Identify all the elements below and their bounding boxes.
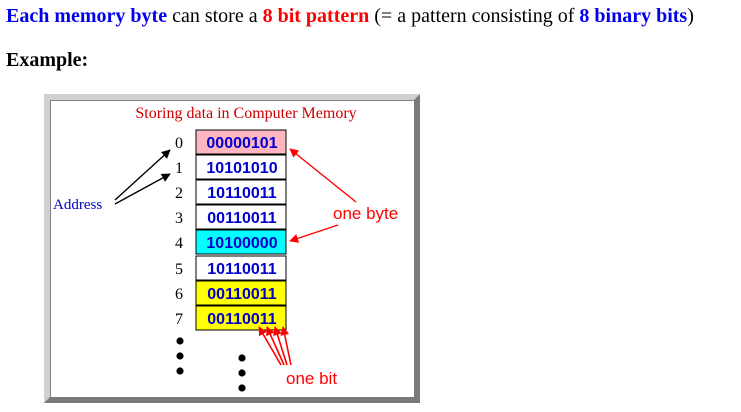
memory-row: 7 00110011	[175, 305, 287, 331]
ellipsis-dots-right	[238, 354, 246, 392]
one-bit-arrow-3	[273, 326, 288, 366]
address-number: 5	[175, 261, 183, 278]
address-number: 3	[175, 210, 183, 227]
memory-byte-cell	[195, 129, 287, 155]
one-byte-label: one byte	[333, 204, 398, 223]
headline-text-3: )	[687, 5, 694, 27]
one-bit-arrow-4	[280, 326, 292, 366]
diagram-frame-inner	[50, 100, 414, 397]
headline-binary-bits: 8 binary bits	[579, 5, 688, 27]
address-number: 6	[175, 286, 183, 303]
example-label: Example:	[6, 49, 89, 71]
one-bit-label: one bit	[286, 369, 337, 388]
memory-row: 1 10101010	[175, 154, 287, 180]
byte-bits: 00110011	[207, 210, 277, 227]
byte-bits: 00110011	[207, 311, 277, 328]
byte-bits: 00000101	[206, 135, 277, 152]
one-bit-arrow-2	[266, 326, 285, 366]
one-bit-arrow-1	[258, 326, 282, 366]
memory-byte-cell	[195, 204, 287, 230]
memory-row: 4 10100000	[175, 229, 287, 255]
address-number: 2	[175, 185, 183, 202]
memory-row: 5 10110011	[175, 255, 287, 281]
memory-byte-cell	[195, 255, 287, 281]
address-number: 0	[175, 135, 183, 152]
byte-bits: 10110011	[207, 185, 277, 202]
diagram-title: Storing data in Computer Memory	[135, 105, 356, 122]
address-arrow-to-0	[114, 149, 171, 201]
headline: Each memory byte can store a 8 bit patte…	[6, 5, 694, 28]
memory-row: 0 00000101	[175, 129, 287, 155]
one-byte-arrow-to-row-0	[289, 148, 357, 203]
memory-row: 2 10110011	[175, 179, 287, 205]
memory-rows: 0 00000101 1 10101010 2 10110011 3 00110011 4 101…	[175, 129, 287, 331]
headline-text-1: can store a	[167, 5, 263, 27]
byte-bits: 10101010	[206, 160, 277, 177]
address-number: 4	[175, 235, 183, 252]
byte-bits: 10100000	[206, 235, 277, 252]
byte-bits: 00110011	[207, 286, 277, 303]
memory-byte-cell	[195, 305, 287, 331]
ellipsis-dots-left	[176, 337, 184, 375]
memory-row: 6 00110011	[175, 280, 287, 306]
address-arrow-to-1	[114, 173, 171, 205]
memory-byte-cell	[195, 280, 287, 306]
memory-byte-cell	[195, 154, 287, 180]
memory-row: 3 00110011	[175, 204, 287, 230]
memory-byte-cell	[195, 179, 287, 205]
address-number: 7	[175, 311, 183, 328]
headline-text-2: (= a pattern consisting of	[369, 5, 580, 27]
byte-bits: 10110011	[207, 261, 277, 278]
one-byte-arrow-to-row-4	[289, 224, 339, 243]
headline-memory-byte: Each memory byte	[6, 5, 168, 27]
headline-bit-pattern: 8 bit pattern	[262, 5, 370, 27]
memory-byte-cell	[195, 229, 287, 255]
address-number: 1	[175, 160, 183, 177]
address-label: Address	[53, 197, 102, 213]
